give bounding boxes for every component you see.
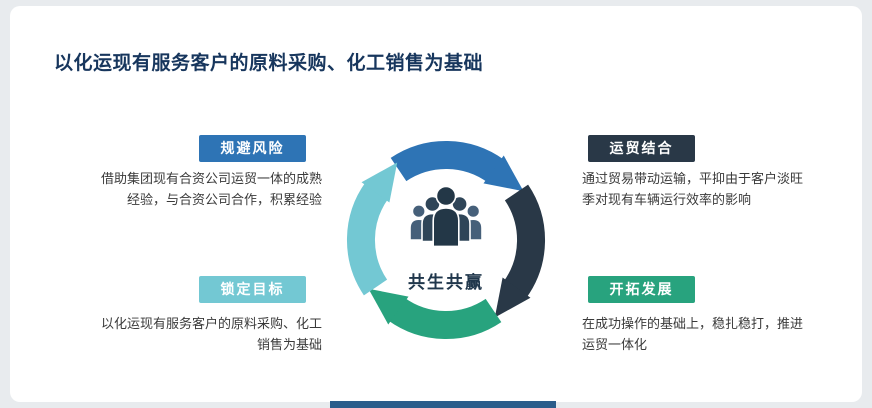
cycle-diagram bbox=[346, 140, 546, 340]
cycle-arc-top-icon bbox=[390, 140, 524, 192]
desc-risk-avoidance: 借助集团现有合资公司运贸一体的成熟经验，与合资公司合作，积累经验 bbox=[100, 171, 322, 208]
people-group-icon bbox=[409, 185, 483, 248]
page-title: 以化运现有服务客户的原料采购、化工销售为基础 bbox=[54, 53, 484, 74]
cycle-arc-right-icon bbox=[494, 184, 546, 318]
center-label: 共生共赢 bbox=[408, 273, 484, 292]
badge-transport-trade-combination: 运贸结合 bbox=[588, 135, 695, 162]
cycle-arc-bottom-icon bbox=[368, 288, 502, 340]
content-card: 以化运现有服务客户的原料采购、化工销售为基础 bbox=[10, 6, 862, 402]
desc-expansion-development: 在成功操作的基础上，稳扎稳打，推进运贸一体化 bbox=[582, 316, 804, 353]
cycle-arc-left-icon bbox=[346, 162, 398, 296]
badge-expansion-development: 开拓发展 bbox=[588, 276, 695, 303]
footer-accent-bar bbox=[330, 401, 556, 408]
badge-target-locking: 锁定目标 bbox=[199, 276, 306, 303]
desc-target-locking: 以化运现有服务客户的原料采购、化工销售为基础 bbox=[100, 316, 322, 353]
desc-transport-trade-combination: 通过贸易带动运输，平抑由于客户淡旺季对现有车辆运行效率的影响 bbox=[582, 171, 804, 208]
badge-risk-avoidance: 规避风险 bbox=[199, 135, 306, 162]
